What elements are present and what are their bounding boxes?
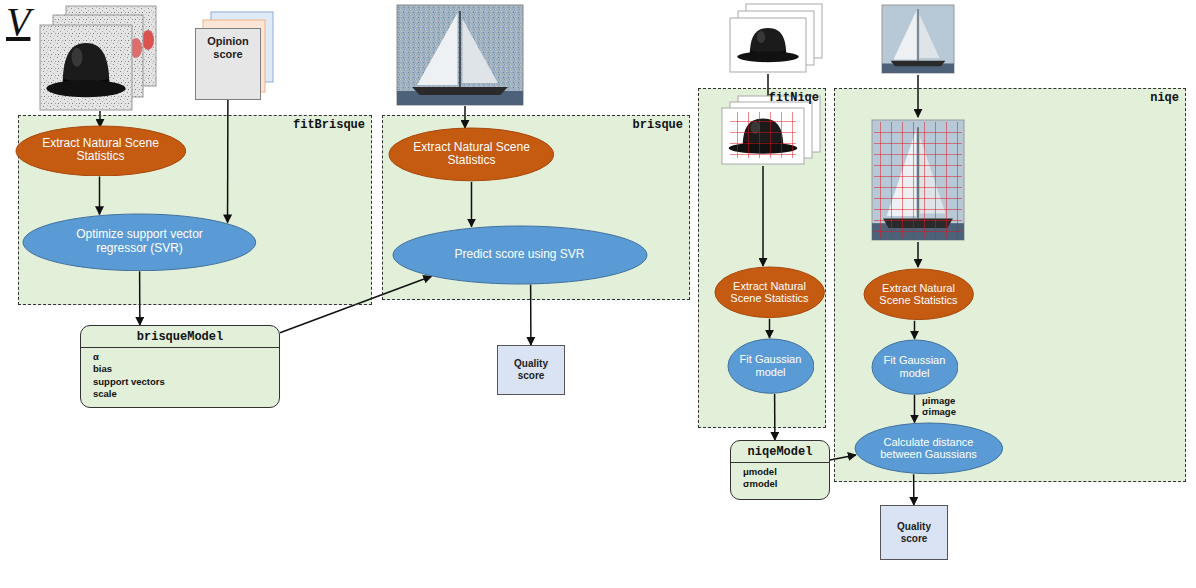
connector-arrow — [774, 394, 776, 440]
node-text: Extract Natural Scene Statistics — [727, 280, 811, 305]
text-group: brisque — [389, 118, 683, 132]
region-title: fitNiqe — [705, 91, 819, 105]
input-arrow — [917, 75, 919, 117]
ellipse-fill — [855, 423, 1003, 474]
ellipse-fill — [872, 340, 958, 394]
connector-arrow — [139, 271, 141, 325]
process-ellipse: Extract Natural Scene Statistics — [714, 266, 825, 319]
text-group: fitNiqe — [705, 91, 819, 105]
input-arrow — [99, 111, 101, 127]
region-title: brisque — [389, 118, 683, 132]
text-group: brisqueModel αbiassupport vectorsscale — [81, 329, 279, 400]
text-group: Extract Natural Scene Statistics — [40, 137, 161, 165]
function-region: Extract Natural Scene StatisticsOptimize… — [18, 115, 372, 305]
process-ellipse: Extract Natural Scene Statistics — [15, 125, 187, 177]
model-name: niqeModel — [731, 444, 829, 463]
ellipse-fill — [715, 267, 824, 318]
function-region: Extract Natural Scene StatisticsFit Gaus… — [834, 88, 1186, 482]
input-arrow — [464, 106, 466, 128]
region-fill — [18, 115, 372, 305]
process-ellipse: Extract Natural Scene Statistics — [863, 268, 974, 321]
model-parameter: μmodel — [731, 466, 829, 478]
region-fill — [834, 88, 1186, 482]
text-group: Fit Gaussian model — [880, 354, 948, 379]
text-group: niqe — [841, 91, 1179, 105]
node-text: Extract Natural Scene Statistics — [40, 137, 161, 165]
connector-arrow — [913, 474, 915, 505]
node-text: Extract Natural Scene Statistics — [411, 141, 532, 169]
text-group: Extract Natural Scene Statistics — [876, 282, 960, 307]
input-arrow — [917, 242, 919, 267]
region-title: fitBrisque — [25, 118, 365, 132]
process-ellipse: Fit Gaussian model — [727, 338, 815, 394]
node-text: Calculate distance between Gaussians — [872, 436, 985, 461]
text-group: Opinion score — [202, 35, 254, 60]
input-arrow — [762, 166, 764, 266]
model-parameter: scale — [81, 388, 279, 400]
text-group: Calculate distance between Gaussians — [872, 436, 985, 461]
model-parameter: σmodel — [731, 478, 829, 490]
model-parameter: bias — [81, 363, 279, 375]
node-text: Optimize support vector regressor (SVR) — [51, 228, 227, 256]
text-group: Quality score — [887, 521, 941, 545]
connector-arrow — [914, 395, 916, 422]
function-region: Extract Natural Scene StatisticsFit Gaus… — [698, 88, 826, 428]
ellipse-fill — [728, 339, 814, 393]
input-card: Opinion score — [195, 28, 261, 100]
connector-arrow — [530, 284, 532, 345]
text-group: Quality score — [504, 358, 558, 382]
connector-arrow — [769, 319, 771, 338]
patched-sailboat-image — [872, 120, 964, 240]
region-title: niqe — [841, 91, 1179, 105]
function-region: Extract Natural Scene StatisticsPredict … — [382, 115, 690, 300]
text-group: Optimize support vector regressor (SVR) — [51, 228, 227, 256]
ellipse-fill — [393, 226, 647, 284]
ellipse-fill — [16, 126, 186, 176]
node-text: Quality score — [504, 358, 558, 382]
noisy-sailboat-image — [397, 5, 523, 105]
connector-arrow — [99, 176, 101, 214]
node-text: Predict score using SVR — [454, 248, 584, 262]
output-box: Quality score — [497, 345, 565, 395]
node-text: Fit Gaussian model — [880, 354, 948, 379]
text-group: Predict score using SVR — [454, 248, 584, 262]
node-text: Opinion score — [202, 35, 254, 60]
edge-label-box: μimage σimage — [922, 396, 966, 418]
region-fill — [698, 88, 826, 428]
process-ellipse: Fit Gaussian model — [871, 339, 959, 395]
text-group: Fit Gaussian model — [736, 353, 804, 378]
process-ellipse: Extract Natural Scene Statistics — [388, 127, 555, 182]
model-box: niqeModel μmodelσmodel — [730, 440, 830, 500]
model-parameter: support vectors — [81, 376, 279, 388]
output-box: Quality score — [880, 505, 948, 560]
node-text: Fit Gaussian model — [736, 353, 804, 378]
connector-arrow — [914, 321, 916, 339]
connector-arrow — [471, 182, 473, 227]
ellipse-fill — [864, 269, 973, 320]
text-group: niqeModel μmodelσmodel — [731, 444, 829, 491]
ellipse-fill — [23, 214, 256, 271]
patched-hat-images — [722, 96, 820, 164]
pristine-hat-images — [730, 4, 822, 72]
edge-label: μimage σimage — [922, 396, 966, 418]
text-group: Extract Natural Scene Statistics — [727, 280, 811, 305]
connector-arrow — [227, 100, 229, 223]
text-group: fitBrisque — [25, 118, 365, 132]
process-ellipse: Predict score using SVR — [392, 225, 648, 285]
node-text: Quality score — [887, 521, 941, 545]
model-name: brisqueModel — [81, 329, 279, 348]
text-group: Extract Natural Scene Statistics — [411, 141, 532, 169]
ellipse-fill — [389, 128, 554, 181]
noisy-hat-images — [40, 6, 156, 110]
model-parameter: α — [81, 351, 279, 363]
sailboat-image — [882, 5, 954, 73]
process-ellipse: Optimize support vector regressor (SVR) — [22, 213, 257, 272]
label-box: V — [6, 0, 30, 44]
process-ellipse: Calculate distance between Gaussians — [854, 422, 1004, 475]
node-text: Extract Natural Scene Statistics — [876, 282, 960, 307]
region-fill — [382, 115, 690, 300]
model-box: brisqueModel αbiassupport vectorsscale — [80, 325, 280, 408]
slide-letter: V — [6, 0, 30, 44]
